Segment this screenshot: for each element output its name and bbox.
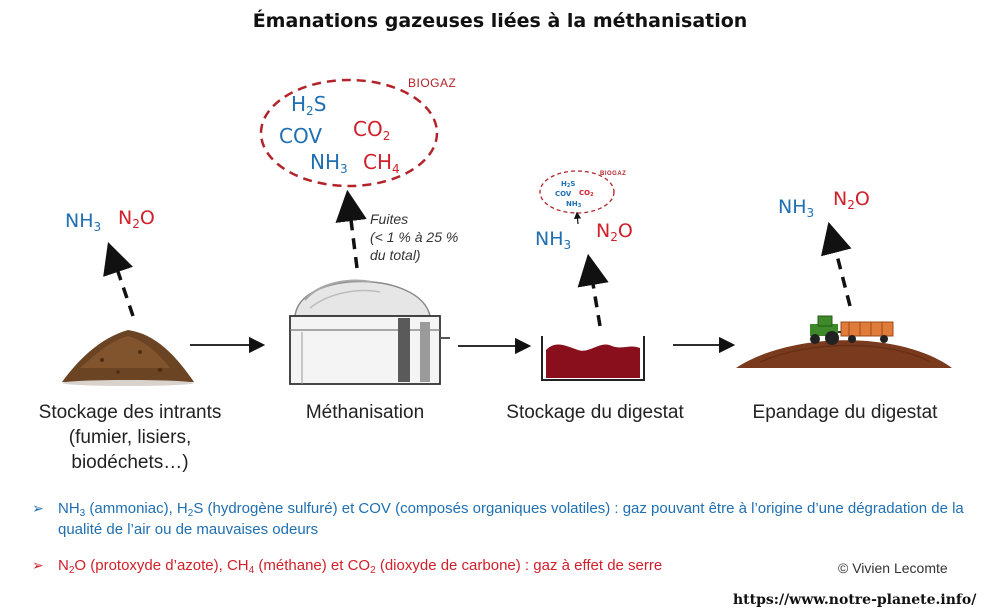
- leaks-line-3: du total): [370, 247, 421, 263]
- emission-arrow-small: [573, 211, 582, 225]
- biogaz-cov: COV: [279, 124, 323, 148]
- stage-label-stockage-digestat: Stockage du digestat: [506, 402, 684, 423]
- biogaz-small-nh3: NH3: [566, 200, 582, 209]
- stage-intrants-detail-1: (fumier, lisiers,: [68, 427, 192, 448]
- biogaz-h2s: H2S: [291, 92, 327, 118]
- biogaz-label-small: BIOGAZ: [600, 171, 627, 177]
- stage-intrants-detail-2: biodéchets…): [71, 452, 189, 473]
- biogaz-ellipse-small: [539, 170, 615, 214]
- note-air-quality-text: NH3 (ammoniac), H2S (hydrogène sulfuré) …: [58, 500, 964, 538]
- stage1-nh3: NH3: [65, 210, 102, 234]
- biogaz-small-co2: CO2: [579, 189, 594, 198]
- source-url[interactable]: https://www.notre-planete.info/: [733, 592, 977, 608]
- leaks-annotation: Fuites (< 1 % à 25 % du total): [370, 210, 458, 264]
- leaks-line-2: (< 1 % à 25 %: [370, 229, 459, 245]
- diagram-title: Émanations gazeuses liées à la méthanisa…: [252, 10, 748, 32]
- biogaz-small-cov: COV: [555, 190, 572, 198]
- stage-intrants-title: Stockage des intrants: [38, 402, 222, 423]
- emission-arrow-methanisation: [335, 189, 367, 269]
- stage3-nh3: NH3: [535, 228, 572, 252]
- biogaz-nh3: NH3: [310, 150, 348, 176]
- biogaz-label: BIOGAZ: [408, 76, 457, 90]
- stage3-n2o: N2O: [596, 220, 633, 244]
- stage-label-epandage: Epandage du digestat: [752, 402, 938, 423]
- manure-heap-icon: [62, 330, 194, 386]
- bullet-arrow-icon: ➢: [32, 557, 44, 573]
- emission-arrow-intrants: [103, 242, 135, 317]
- stage4-nh3: NH3: [778, 196, 815, 220]
- biogaz-ch4: CH4: [363, 150, 400, 176]
- digester-icon: [289, 279, 450, 385]
- emission-arrow-epandage: [821, 221, 852, 307]
- stage-label-methanisation: Méthanisation: [305, 402, 425, 423]
- biogaz-co2: CO2: [353, 117, 391, 143]
- credit: © Vivien Lecomte: [838, 560, 948, 576]
- stage1-n2o: N2O: [118, 207, 155, 231]
- note-greenhouse-text: N2O (protoxyde d’azote), CH4 (méthane) e…: [58, 557, 663, 576]
- stage4-n2o: N2O: [833, 188, 870, 212]
- emission-arrow-digestat: [577, 253, 609, 327]
- leaks-line-1: Fuites: [370, 211, 409, 227]
- field-tractor-icon: [736, 315, 952, 368]
- digestate-tank-icon: [541, 336, 645, 381]
- biogaz-small-h2s: H2S: [561, 180, 576, 189]
- bullet-arrow-icon: ➢: [32, 500, 44, 516]
- stage-label-intrants: Stockage des intrants (fumier, lisiers, …: [20, 400, 240, 475]
- biogaz-ellipse: [259, 78, 439, 188]
